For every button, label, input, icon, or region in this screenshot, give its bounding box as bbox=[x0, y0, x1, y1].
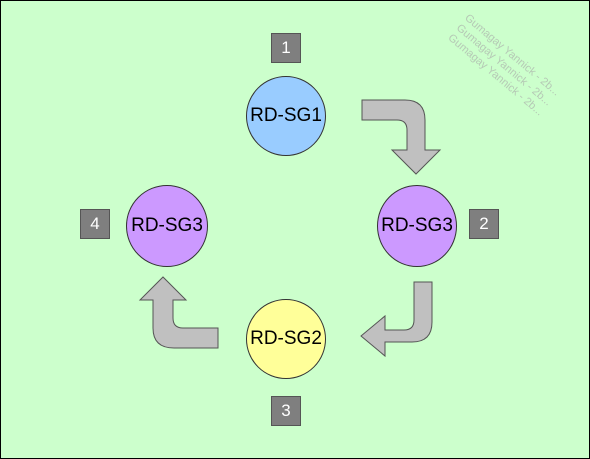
step-badge-4: 4 bbox=[80, 209, 110, 239]
node-rd-sg3-left: RD-SG3 bbox=[126, 185, 208, 267]
curved-arrow-top-right bbox=[361, 99, 442, 175]
curved-arrow-bottom-right bbox=[360, 281, 433, 358]
step-badge-2: 2 bbox=[469, 209, 499, 239]
node-label: RD-SG2 bbox=[250, 328, 322, 349]
node-label: RD-SG1 bbox=[250, 105, 322, 126]
node-rd-sg1: RD-SG1 bbox=[246, 76, 326, 156]
step-badge-1: 1 bbox=[271, 33, 301, 63]
node-rd-sg3-right: RD-SG3 bbox=[377, 185, 457, 267]
node-label: RD-SG3 bbox=[131, 215, 203, 236]
curved-arrow-bottom-left bbox=[138, 276, 219, 349]
node-label: RD-SG3 bbox=[381, 215, 453, 236]
step-badge-3: 3 bbox=[271, 396, 301, 426]
node-rd-sg2: RD-SG2 bbox=[246, 299, 326, 379]
